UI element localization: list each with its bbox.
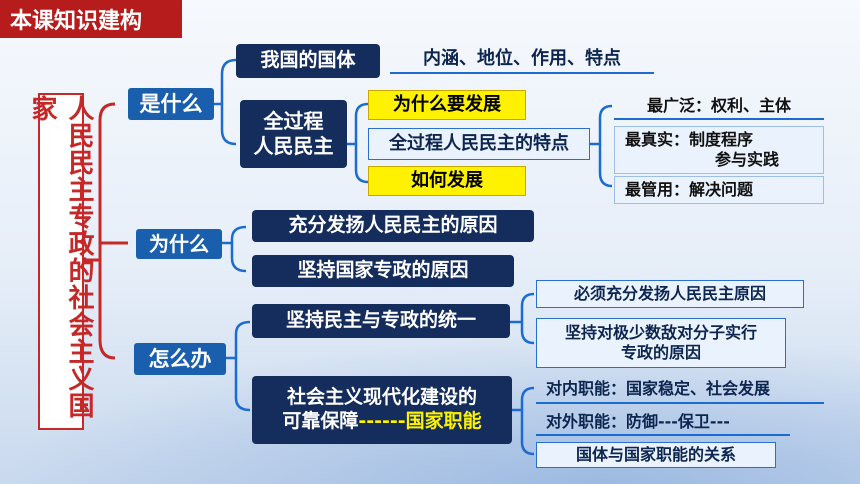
branch-why [222, 225, 247, 273]
node-unity-sub2: 坚持对极少数敌对分子实行 专政的原因 [536, 318, 786, 368]
node-whole-process-line1: 全过程 [263, 109, 324, 133]
branch-features [590, 104, 613, 188]
node-state-functions-line1: 社会主义现代化建设的 [286, 386, 477, 409]
branch-func [512, 386, 535, 456]
node-reason-democracy: 充分发扬人民民主的原因 [252, 210, 534, 242]
node-unity: 坚持民主与专政的统一 [252, 304, 510, 338]
node-unity-sub1: 必须充分发扬人民民主原因 [536, 280, 804, 308]
attr-truest-line2: 参与实践 [715, 150, 780, 169]
node-state-functions: 社会主义现代化建设的 可靠保障------国家职能 [252, 376, 512, 444]
node-external-function: 对外职能：防御---保卫--- [536, 410, 790, 436]
root-topic: 人民民主专政的社会主义国家 [27, 93, 94, 430]
level1-how: 怎么办 [134, 343, 226, 375]
node-guoti-points: 内涵、地位、作用、特点 [390, 46, 654, 74]
attr-truest-line1: 最真实：制度程序 [625, 130, 754, 149]
node-how-develop: 如何发展 [368, 166, 526, 196]
attr-widest-label: 最广泛：权利、主体 [646, 96, 791, 115]
level1-what: 是什么 [128, 88, 214, 120]
attr-most-useful: 最管用：解决问题 [614, 176, 824, 204]
root-topic-label: 人民民主专政的社会主义国家 [27, 95, 94, 419]
node-why-develop: 为什么要发展 [368, 90, 526, 120]
node-unity-sub2-line1: 坚持对极少数敌对分子实行 [564, 323, 757, 342]
node-whole-process-democracy: 全过程 人民民主 [240, 100, 347, 168]
node-relation: 国体与国家职能的关系 [536, 442, 776, 468]
node-whole-process-line2: 人民民主 [253, 134, 334, 158]
level1-why: 为什么 [136, 229, 222, 259]
attr-widest: 最广泛：权利、主体 [614, 94, 824, 120]
branch-how [226, 320, 251, 412]
node-state-functions-line2b: ------国家职能 [358, 410, 482, 432]
node-features: 全过程人民民主的特点 [368, 128, 590, 160]
attr-most-useful-label: 最管用：解决问题 [625, 180, 754, 199]
attr-truest: 最真实：制度程序 参与实践 [614, 126, 824, 174]
node-state-functions-line2a: 可靠保障 [282, 410, 359, 432]
branch-unity [510, 292, 535, 345]
node-reason-dictatorship: 坚持国家专政的原因 [252, 255, 514, 287]
root-bracket [84, 102, 128, 360]
branch-qgc [347, 102, 369, 184]
node-state-functions-line2: 可靠保障------国家职能 [282, 410, 481, 434]
node-internal-function: 对内职能：国家稳定、社会发展 [536, 376, 824, 404]
page-title: 本课知识建构 [0, 0, 182, 38]
branch-what [214, 58, 237, 146]
node-unity-sub2-line2: 专政的原因 [620, 343, 701, 362]
node-guoti: 我国的国体 [236, 44, 380, 78]
